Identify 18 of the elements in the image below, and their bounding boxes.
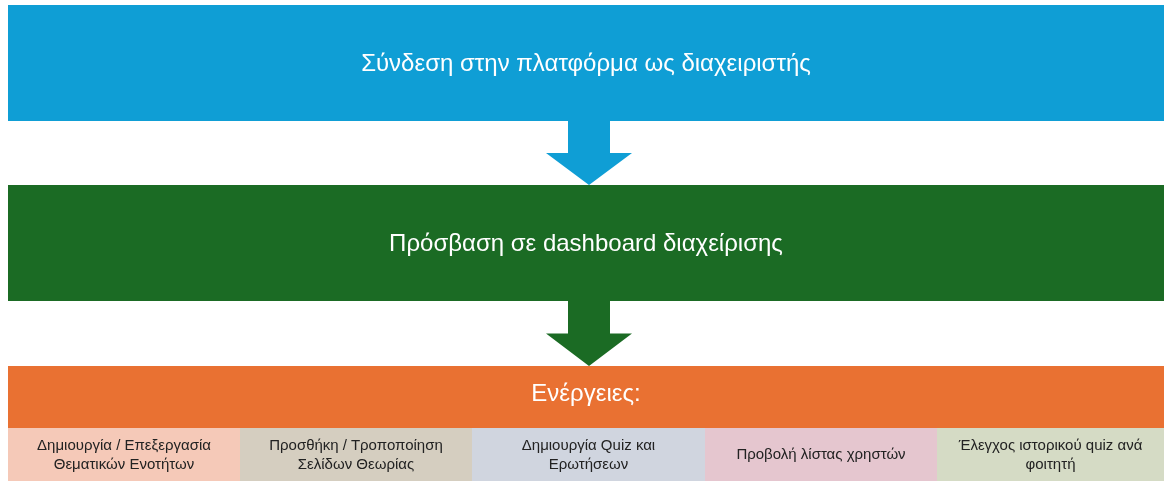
box-label: Πρόσβαση σε dashboard διαχείρισης: [388, 228, 784, 258]
action-box: [8, 428, 240, 481]
box-label: Έλεγχος ιστορικού quiz ανά φοιτητή: [957, 435, 1144, 474]
panel-heading: Ενέργειες:: [530, 378, 642, 408]
process-box: [8, 185, 1164, 301]
box-label: Σύνδεση στην πλατφόρμα ως διαχειριστής: [360, 48, 812, 78]
box-label: Προβολή λίστας χρηστών: [735, 445, 907, 464]
box-label: Δημιουργία Quiz και Ερωτήσεων: [520, 435, 657, 474]
action-box: [705, 428, 937, 481]
block-arrow: [546, 301, 632, 366]
action-box: [240, 428, 472, 481]
actions-panel: [8, 366, 1164, 481]
action-box: [937, 428, 1164, 481]
process-box: [8, 5, 1164, 121]
box-label: Δημιουργία / Επεξεργασία Θεματικών Ενοτήτων: [36, 435, 212, 474]
block-arrow: [546, 121, 632, 185]
box-label: Προσθήκη / Τροποποίηση Σελίδων Θεωρίας: [268, 435, 444, 474]
action-box: [472, 428, 705, 481]
